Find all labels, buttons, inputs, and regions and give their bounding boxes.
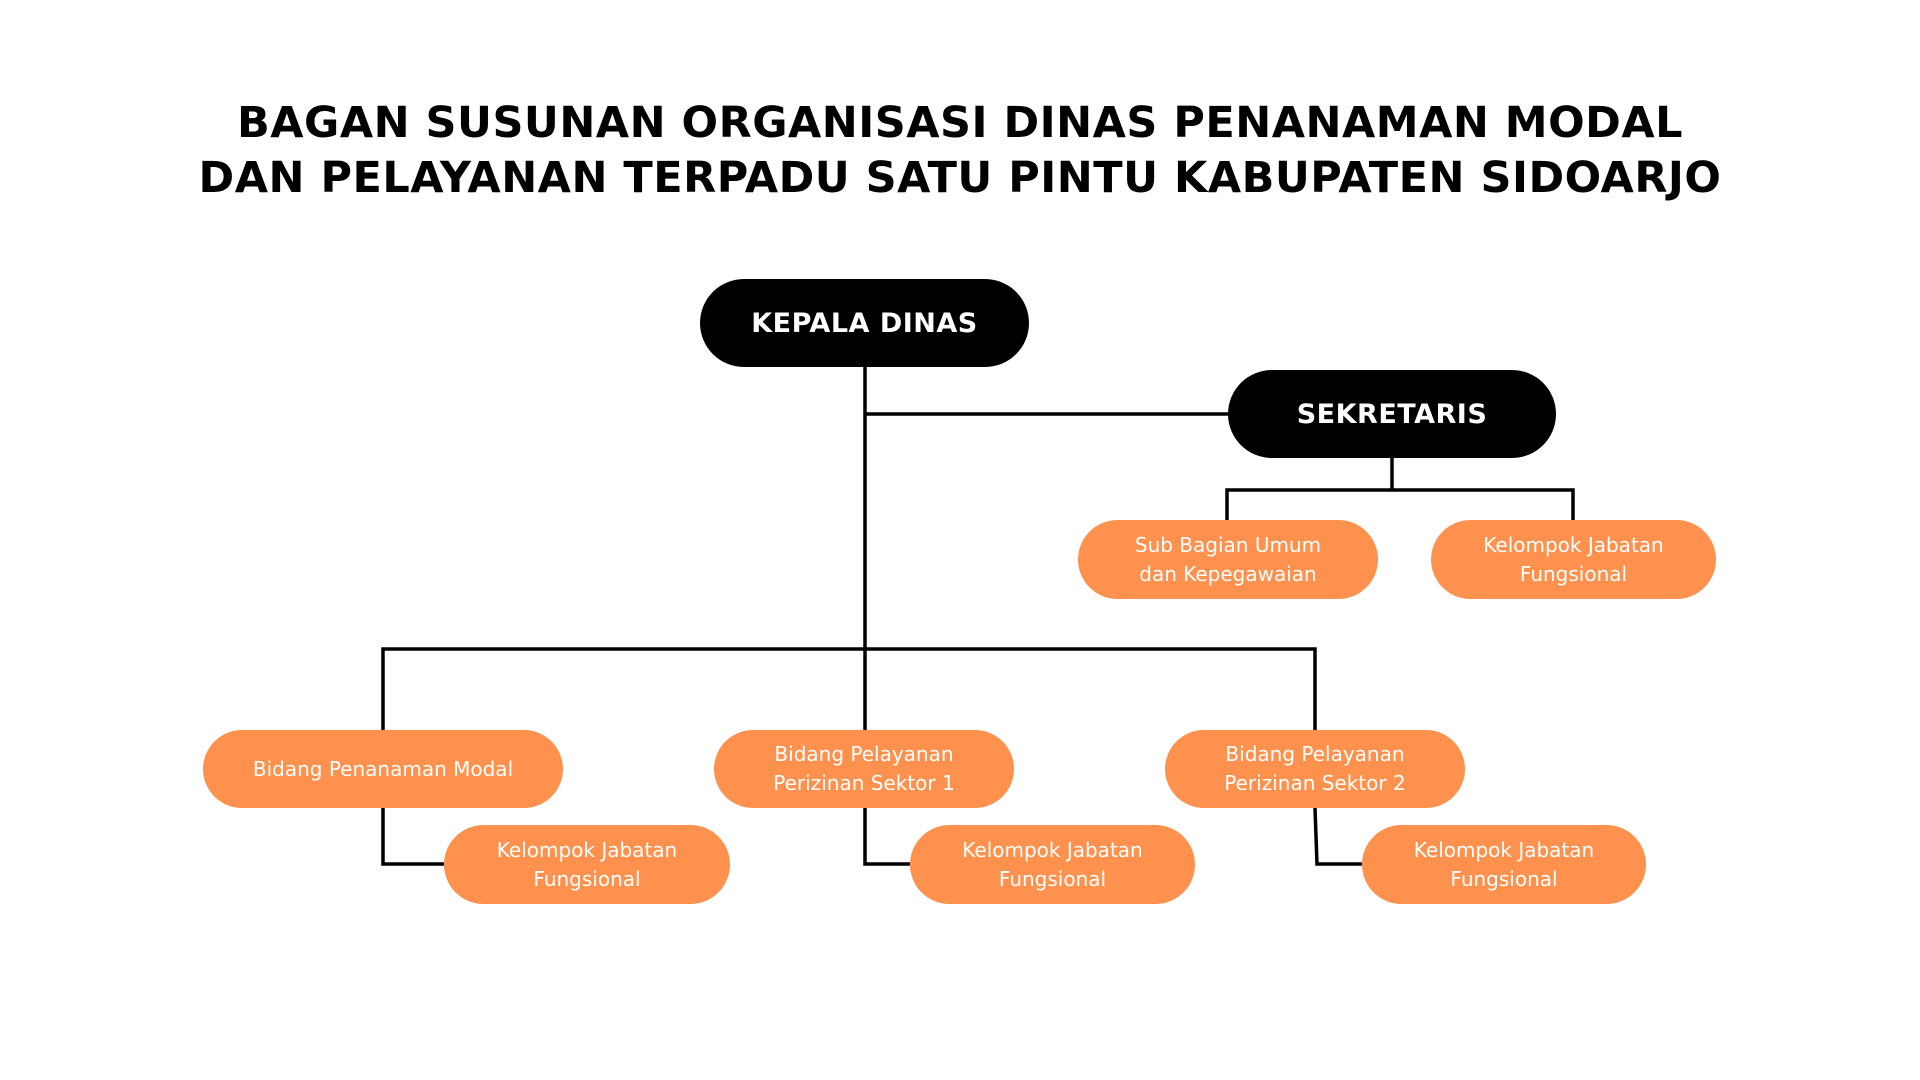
node-kelompok-sekretaris: Kelompok Jabatan Fungsional	[1431, 520, 1716, 599]
node-label: Sub Bagian Umum dan Kepegawaian	[1134, 532, 1322, 586]
node-sekretaris: SEKRETARIS	[1228, 370, 1556, 458]
node-label: Bidang Penanaman Modal	[252, 756, 514, 781]
node-sub-bagian-umum: Sub Bagian Umum dan Kepegawaian	[1078, 520, 1378, 599]
node-label: Kelompok Jabatan Fungsional	[962, 837, 1143, 891]
node-label: SEKRETARIS	[1296, 398, 1488, 430]
node-bidang-perizinan-sektor-2: Bidang Pelayanan Perizinan Sektor 2	[1165, 730, 1465, 808]
node-kelompok-pm: Kelompok Jabatan Fungsional	[444, 825, 730, 904]
node-kepala-dinas: KEPALA DINAS	[700, 279, 1029, 367]
connector-pps2-kelompok	[1313, 807, 1362, 866]
node-label: Kelompok Jabatan Fungsional	[1483, 532, 1664, 586]
connector-bidang-row	[381, 647, 1317, 730]
connector-pm-kelompok	[381, 808, 444, 866]
connector-sekretaris-children	[1225, 488, 1575, 520]
node-label: Bidang Pelayanan Perizinan Sektor 2	[1224, 742, 1406, 795]
node-label: Bidang Pelayanan Perizinan Sektor 1	[773, 742, 955, 795]
node-bidang-penanaman-modal: Bidang Penanaman Modal	[203, 730, 563, 808]
node-label: Kelompok Jabatan Fungsional	[496, 837, 678, 891]
node-kelompok-pps2: Kelompok Jabatan Fungsional	[1362, 825, 1646, 904]
chart-title-line2: DAN PELAYANAN TERPADU SATU PINTU KABUPAT…	[198, 153, 1722, 203]
node-kelompok-pps1: Kelompok Jabatan Fungsional	[910, 825, 1195, 904]
chart-title-line1: BAGAN SUSUNAN ORGANISASI DINAS PENANAMAN…	[236, 98, 1684, 148]
connector-pps1-kelompok	[863, 808, 910, 866]
node-label: Kelompok Jabatan Fungsional	[1413, 837, 1595, 891]
node-bidang-perizinan-sektor-1: Bidang Pelayanan Perizinan Sektor 1	[714, 730, 1014, 808]
node-label: KEPALA DINAS	[751, 307, 978, 339]
